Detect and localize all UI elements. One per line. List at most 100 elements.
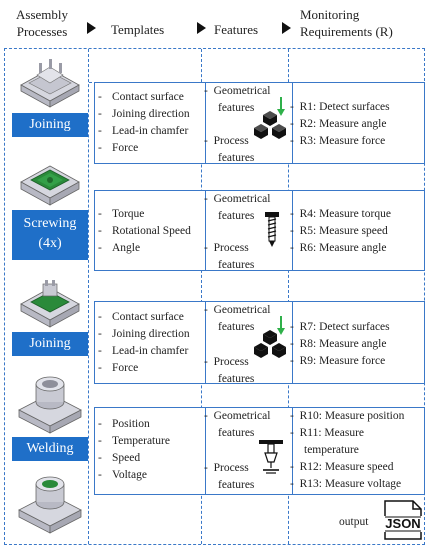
features-box [205, 407, 293, 495]
requirement-item: R6: Measure angle [299, 242, 387, 254]
header-monitoring-line1: Monitoring [300, 7, 360, 22]
template-item: Position [96, 416, 170, 433]
requirements-box [292, 190, 425, 271]
geometrical-label-line1: Geometrical [213, 85, 271, 97]
stage-label-text: Joining [29, 336, 71, 351]
header-features: Features [214, 22, 259, 37]
template-item: Angle [96, 240, 191, 257]
json-icon-text: JSON [385, 516, 421, 531]
process-features-label: - Process features [204, 240, 254, 274]
header-templates: Templates [111, 22, 165, 37]
templates-list: Contact surface Joining direction Lead-i… [96, 309, 190, 377]
process-label-line2: features [218, 373, 255, 385]
column-divider [288, 49, 289, 544]
header-arrow-icon [282, 22, 291, 34]
template-item: Contact surface [96, 309, 190, 326]
screw-icon [265, 212, 279, 247]
geometrical-features-label: - Geometrical features [204, 408, 270, 442]
output-label: output [339, 516, 369, 528]
stage-label-text: Welding [26, 441, 74, 456]
geometrical-label-line2: features [218, 210, 255, 222]
part-image-welded-housing [18, 476, 82, 534]
templates-list: Torque Rotational Speed Angle [96, 206, 191, 257]
requirements-list: - R10: Measure position - R11: Measure t… [290, 410, 405, 490]
requirements-list: - R7: Detect surfaces - R8: Measure angl… [290, 321, 390, 367]
stage-label-joining: Joining [12, 113, 88, 137]
template-item: Lead-in chamfer [96, 343, 190, 360]
template-item: Voltage [96, 467, 170, 484]
requirement-item: R12: Measure speed [299, 461, 394, 473]
part-image-housing [20, 59, 80, 108]
template-item: Speed [96, 450, 170, 467]
welding-torch-icon [259, 440, 283, 474]
header-monitoring-line2: Requirements (R) [300, 24, 393, 39]
template-item: Lead-in chamfer [96, 123, 190, 140]
geometrical-features-label: - Geometrical features [204, 191, 270, 225]
header-arrow-icon [197, 22, 206, 34]
requirement-item: R10: Measure position [299, 410, 405, 422]
header-assembly-processes: Assembly Processes [6, 6, 78, 40]
stage-label-joining: Joining [12, 332, 88, 356]
process-features-label: - Process features [204, 354, 254, 388]
template-item: Force [96, 140, 190, 157]
geometrical-label-line1: Geometrical [213, 304, 271, 316]
header-assembly-line1: Assembly [16, 7, 68, 22]
column-divider [201, 49, 202, 544]
stage-label-screwing: Screwing (4x) [12, 210, 88, 260]
process-features-label: - Process features [204, 133, 254, 167]
stage-label-text: Joining [29, 117, 71, 132]
templates-list: Contact surface Joining direction Lead-i… [96, 89, 190, 157]
stage-label-count: (4x) [38, 236, 62, 251]
process-features-label: - Process features [204, 460, 254, 494]
cubes-arrow-icon [254, 97, 286, 139]
requirement-item: R3: Measure force [299, 135, 386, 147]
template-item: Torque [96, 206, 191, 223]
requirement-item: R5: Measure speed [299, 225, 388, 237]
geometrical-features-label: - Geometrical features [204, 83, 270, 117]
features-box [205, 82, 293, 164]
requirement-item: R7: Detect surfaces [299, 321, 390, 333]
stage-label-text: Screwing [23, 216, 77, 231]
requirements-list: - R4: Measure torque - R5: Measure speed… [290, 208, 391, 254]
templates-list: Position Temperature Speed Voltage [96, 416, 170, 484]
part-image-cylinder-housing [18, 376, 82, 434]
process-label-line1: Process [213, 135, 249, 147]
stage-label-welding: Welding [12, 437, 88, 461]
process-label-line1: Process [213, 242, 249, 254]
template-item: Rotational Speed [96, 223, 191, 240]
requirements-list: - R1: Detect surfaces - R2: Measure angl… [290, 101, 390, 147]
requirement-item: R8: Measure angle [299, 338, 387, 350]
template-item: Joining direction [96, 106, 190, 123]
geometrical-label-line1: Geometrical [213, 193, 271, 205]
json-file-icon: JSON [383, 500, 423, 540]
column-divider [88, 49, 89, 544]
template-item: Temperature [96, 433, 170, 450]
part-image-pcb-assembled [20, 280, 80, 328]
requirement-item: R1: Detect surfaces [299, 101, 390, 113]
requirements-box [292, 301, 425, 384]
process-label-line2: features [218, 259, 255, 271]
requirement-item: R13: Measure voltage [299, 478, 402, 490]
template-item: Contact surface [96, 89, 190, 106]
process-label-line2: features [218, 479, 255, 491]
geometrical-label-line2: features [218, 321, 255, 333]
header-arrow-icon [87, 22, 96, 34]
requirement-item: R9: Measure force [299, 355, 386, 367]
header-assembly-line2: Processes [16, 24, 68, 39]
geometrical-label-line2: features [218, 427, 255, 439]
requirement-item: temperature [304, 444, 359, 456]
template-item: Joining direction [96, 326, 190, 343]
requirement-item: R2: Measure angle [299, 118, 387, 130]
requirements-box [292, 407, 425, 495]
geometrical-label-line2: features [218, 102, 255, 114]
part-image-pcb [20, 165, 80, 206]
process-label-line1: Process [213, 356, 249, 368]
diagram-frame [4, 48, 425, 545]
requirements-box [292, 82, 425, 164]
process-label-line2: features [218, 152, 255, 164]
header-monitoring-requirements: Monitoring Requirements (R) [300, 6, 393, 40]
requirement-item: R4: Measure torque [299, 208, 391, 220]
cubes-arrow-icon [254, 316, 286, 358]
geometrical-label-line1: Geometrical [213, 410, 271, 422]
requirement-item: R11: Measure [299, 427, 365, 439]
